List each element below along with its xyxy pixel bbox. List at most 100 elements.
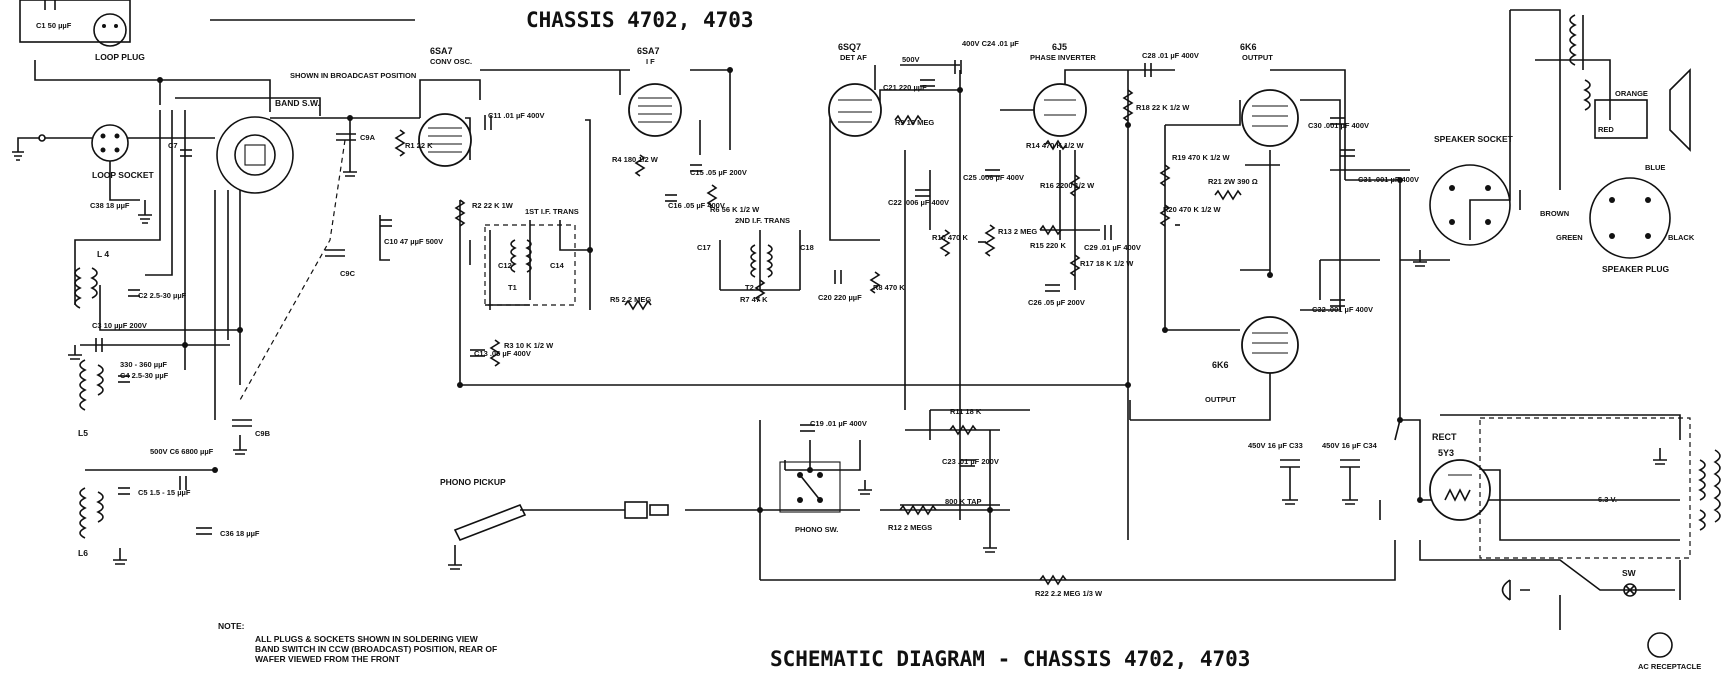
- capacitor-c28: C28 .01 µF 400V: [1142, 51, 1199, 77]
- resistor-r15: R15 220 K: [1030, 224, 1066, 250]
- tube-out1-role: OUTPUT: [1242, 53, 1273, 62]
- capacitor-c15: C15 .05 µF 200V: [690, 164, 747, 177]
- speaker-socket: SPEAKER SOCKET: [1429, 134, 1514, 246]
- speaker-plug: BROWN GREEN BLACK SPEAKER PLUG: [1540, 177, 1695, 274]
- ac-receptacle-label: AC RECEPTACLE: [1638, 662, 1701, 671]
- note-label: NOTE:: [218, 621, 245, 631]
- resistor-r22: R22 2.2 MEG 1/3 W: [1035, 574, 1103, 598]
- c24-label: 400V C24 .01 µF: [962, 39, 1019, 48]
- lead-green-label: GREEN: [1556, 233, 1583, 242]
- band-switch-label: BAND S.W.: [275, 98, 320, 108]
- c33-label: 450V 16 µF C33: [1248, 441, 1303, 450]
- c11-label: C11 .01 µF 400V: [488, 111, 544, 120]
- c26-label: C26 .05 µF 200V: [1028, 298, 1085, 307]
- if-transformer-1: 1ST I.F. TRANS C12 C14 T1: [484, 207, 579, 306]
- tube-6sa7-if: 6SA7 I F: [628, 46, 682, 137]
- r17-label: R17 18 K 1/2 W: [1080, 259, 1134, 268]
- ground-symbols: [68, 160, 1667, 565]
- title-top: CHASSIS 4702, 4703: [526, 8, 754, 32]
- r10-label: R10 470 K: [932, 233, 968, 242]
- capacitor-c13: C13 .05 µF 400V: [470, 349, 531, 358]
- c32-label: C32 .001 µF 400V: [1312, 305, 1373, 314]
- capacitor-c25: C25 .006 µF 400V: [963, 169, 1024, 182]
- heater-voltage-label: 6.3 V.: [1598, 495, 1617, 504]
- c20-label: C20 220 µµF: [818, 293, 862, 302]
- capacitor-c6: 500V C6 6800 µµF: [150, 447, 214, 490]
- speaker-socket-label: SPEAKER SOCKET: [1434, 134, 1514, 144]
- lead-red-label: RED: [1598, 125, 1614, 134]
- capacitor-c22: C22 .006 µF 400V: [888, 189, 949, 207]
- c15-label: C15 .05 µF 200V: [690, 168, 747, 177]
- c28-label: C28 .01 µF 400V: [1142, 51, 1199, 60]
- tube-if-name: 6SA7: [637, 46, 660, 56]
- c25-label: C25 .006 µF 400V: [963, 173, 1024, 182]
- loop-plug-cap-label: C1 50 µµF: [36, 21, 72, 30]
- resistor-r19: R19 470 K 1/2 W: [1159, 153, 1230, 187]
- capacitor-c24: 400V C24 .01 µF: [954, 39, 1019, 74]
- lead-brown-label: BROWN: [1540, 209, 1569, 218]
- title-bottom: SCHEMATIC DIAGRAM - CHASSIS 4702, 4703: [770, 647, 1250, 671]
- l5-label: L5: [78, 428, 88, 438]
- power-input: SW AC RECEPTACLE: [1501, 568, 1701, 671]
- loop-socket-label: LOOP SOCKET: [92, 170, 155, 180]
- loop-plug-label: LOOP PLUG: [95, 52, 145, 62]
- r11-label: R11 18 K: [950, 407, 982, 416]
- lead-black-label: BLACK: [1668, 233, 1695, 242]
- r4-label: R4 180 1/2 W: [612, 155, 659, 164]
- c18-label: C18: [800, 243, 814, 252]
- c22-label: C22 .006 µF 400V: [888, 198, 949, 207]
- resistor-r4: R4 180 1/2 W: [612, 154, 659, 177]
- phono-pickup: PHONO PICKUP: [440, 477, 669, 570]
- tube-rect-name: 5Y3: [1438, 448, 1454, 458]
- r19-label: R19 470 K 1/2 W: [1172, 153, 1230, 162]
- capacitor-c30: C30 .001 µF 400V: [1308, 117, 1369, 130]
- tube-6k6-output-2: 6K6 OUTPUT: [1205, 316, 1299, 404]
- tube-6k6-output-1: 6K6 OUTPUT: [1240, 42, 1299, 147]
- c13-label: C13 .05 µF 400V: [474, 349, 531, 358]
- tube-out1-name: 6K6: [1240, 42, 1257, 52]
- r12-label: R12 2 MEGS: [888, 523, 932, 532]
- resistor-r9: R9 10 MEG: [894, 114, 934, 127]
- capacitor-c21: C21 220 µµF: [883, 79, 935, 92]
- resistor-r7: R7 47 K: [740, 279, 768, 304]
- coil-l6: L6: [78, 487, 104, 558]
- c21-label: C21 220 µµF: [883, 83, 927, 92]
- r14-label: R14 470 K 1/2 W: [1026, 141, 1084, 150]
- r5-label: R5 2.2 MEG: [610, 295, 651, 304]
- c4-label: C4 2.5-30 µµF: [120, 371, 169, 380]
- broadcast-position-label: SHOWN IN BROADCAST POSITION: [290, 71, 416, 80]
- note-line-3: WAFER VIEWED FROM THE FRONT: [255, 654, 401, 664]
- tube-rect-role: RECT: [1432, 432, 1457, 442]
- tube-6j5-inverter: 6J5 PHASE INVERTER: [1030, 42, 1096, 137]
- capacitor-c19: C19 .01 µF 400V: [800, 419, 867, 432]
- r16-label: R16 2200 1/2 W: [1040, 181, 1095, 190]
- resistor-r21: R21 2W 390 Ω: [1208, 177, 1258, 201]
- tube-6sq7-det: 6SQ7 DET AF: [828, 42, 882, 137]
- capacitor-c36: C36 18 µµF: [196, 527, 260, 538]
- second-if-label: 2ND I.F. TRANS: [735, 216, 790, 225]
- capacitor-c32: C32 .001 µF 400V: [1312, 299, 1373, 314]
- tube-if-role: I F: [646, 57, 655, 66]
- resistor-r10: R10 470 K: [932, 229, 968, 257]
- resistor-r11: R11 18 K: [949, 407, 982, 436]
- c9b-label: C9B: [255, 429, 271, 438]
- c12-label: C12: [498, 261, 512, 270]
- r7-label: R7 47 K: [740, 295, 768, 304]
- c9c-label: C9C: [340, 269, 356, 278]
- capacitor-c16: C16 .05 µF 400V: [665, 194, 725, 210]
- capacitor-c33: 450V 16 µF C33: [1248, 441, 1303, 505]
- resistor-r5: R5 2.2 MEG: [610, 295, 652, 311]
- r6-label: R6 56 K 1/2 W: [710, 205, 760, 214]
- r15-label: R15 220 K: [1030, 241, 1066, 250]
- r13-label: R13 2 MEG: [998, 227, 1037, 236]
- tube-inv-name: 6J5: [1052, 42, 1067, 52]
- c3-label: C3 10 µµF 200V: [92, 321, 147, 330]
- tuning-capacitor-gang: C9A C9C C9B: [232, 133, 376, 438]
- c4b-label: 330 - 360 µµF: [120, 360, 167, 369]
- l6-label: L6: [78, 548, 88, 558]
- c5-label: C5 1.5 - 15 µµF: [138, 488, 191, 497]
- if-transformer-2: 2ND I.F. TRANS C17 C18 T2: [697, 216, 814, 292]
- c36-label: C36 18 µµF: [220, 529, 260, 538]
- tube-conv-role: CONV OSC.: [430, 57, 472, 66]
